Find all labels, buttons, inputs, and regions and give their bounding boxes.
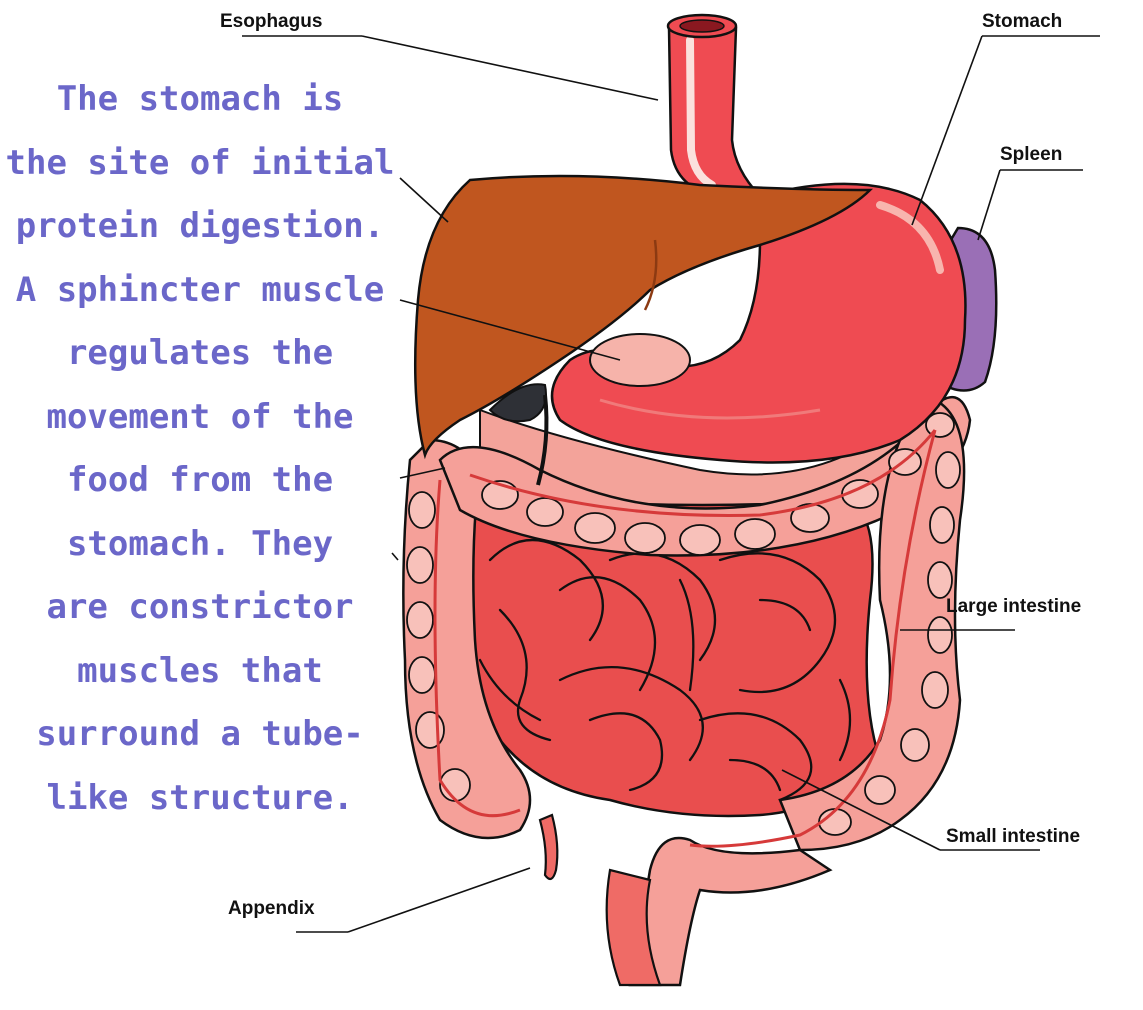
caption-line: like structure. bbox=[0, 767, 400, 831]
caption-line: regulates the bbox=[0, 322, 400, 386]
caption-line: surround a tube- bbox=[0, 703, 400, 767]
caption-line: muscles that bbox=[0, 640, 400, 704]
appendix bbox=[540, 815, 557, 879]
label-stomach: Stomach bbox=[982, 11, 1062, 32]
caption-line: the site of initial bbox=[0, 132, 400, 196]
caption-line: A sphincter muscle bbox=[0, 259, 400, 323]
caption-line: protein digestion. bbox=[0, 195, 400, 259]
caption-line: stomach. They bbox=[0, 513, 400, 577]
esophagus bbox=[668, 15, 760, 196]
label-large-intestine: Large intestine bbox=[946, 596, 1081, 617]
label-small-intestine: Small intestine bbox=[946, 826, 1080, 847]
label-appendix: Appendix bbox=[228, 898, 315, 919]
caption-line: The stomach is bbox=[0, 68, 400, 132]
caption-text: The stomach is the site of initial prote… bbox=[0, 68, 400, 830]
label-esophagus: Esophagus bbox=[220, 11, 322, 32]
caption-line: movement of the bbox=[0, 386, 400, 450]
label-spleen: Spleen bbox=[1000, 144, 1062, 165]
duodenum bbox=[590, 334, 690, 386]
caption-line: food from the bbox=[0, 449, 400, 513]
caption-line: are constrictor bbox=[0, 576, 400, 640]
